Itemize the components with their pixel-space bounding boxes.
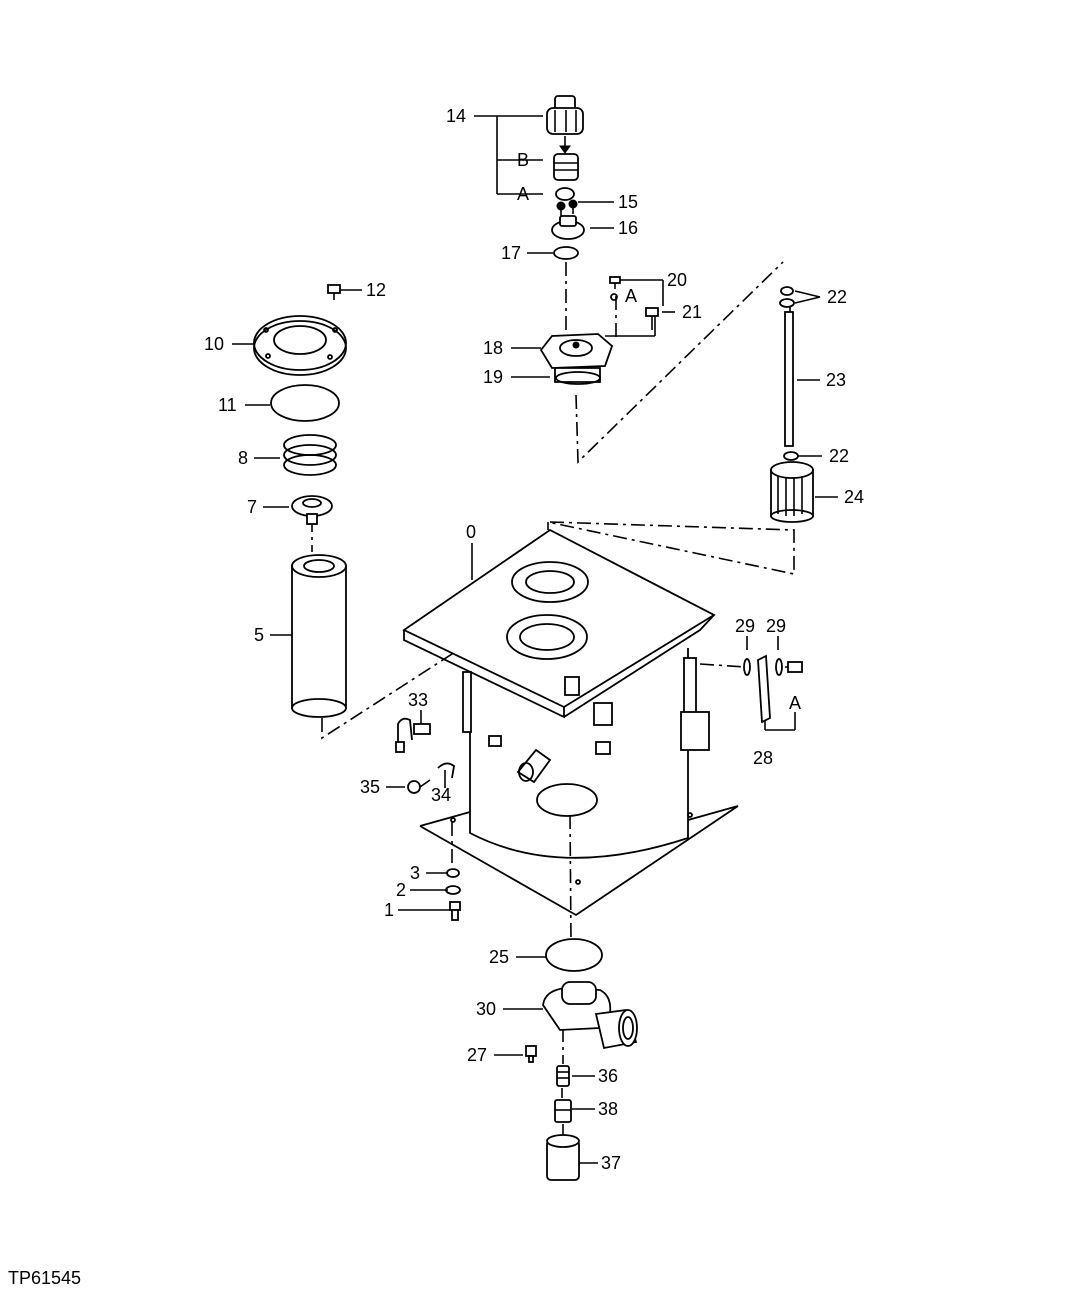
callout-2: 2 — [396, 880, 406, 900]
clip-34 — [437, 762, 455, 779]
clamp-33 — [395, 717, 431, 753]
bolt-20 — [609, 276, 621, 301]
callout-37: 37 — [601, 1153, 621, 1173]
callout-22-top: 22 — [827, 287, 847, 307]
callout-22-bottom: 22 — [829, 446, 849, 466]
callout-10: 10 — [204, 334, 224, 354]
callout-20: 20 — [667, 270, 687, 290]
figure-id: TP61545 — [8, 1268, 81, 1288]
callout-18: 18 — [483, 338, 503, 358]
gasket-25 — [545, 938, 603, 972]
callout-25: 25 — [489, 947, 509, 967]
filter-element-5 — [291, 554, 347, 718]
fitting-36 — [556, 1065, 570, 1087]
callout-19: 19 — [483, 367, 503, 387]
callout-0: 0 — [466, 522, 476, 542]
washer-3 — [446, 868, 460, 878]
cover-18 — [539, 333, 614, 385]
callout-labels: 14 B A 15 16 17 20 A 21 12 10 18 19 22 2… — [204, 106, 864, 1173]
rod-23 — [779, 286, 799, 461]
strainer-24 — [770, 461, 814, 523]
callout-28: 28 — [753, 748, 773, 768]
callout-7: 7 — [247, 497, 257, 517]
callout-29-right: 29 — [766, 616, 786, 636]
callout-1: 1 — [384, 900, 394, 920]
callout-11: 11 — [218, 395, 237, 415]
callout-14: 14 — [446, 106, 466, 126]
callout-34: 34 — [431, 785, 451, 805]
filler-cap — [546, 95, 584, 154]
callout-5: 5 — [254, 625, 264, 645]
bolt-35 — [407, 779, 431, 794]
callout-24: 24 — [844, 487, 864, 507]
o-ring-a — [555, 187, 575, 201]
callout-30: 30 — [476, 999, 496, 1019]
callout-12: 12 — [366, 280, 386, 300]
bolt-1 — [449, 901, 461, 921]
callout-b: B — [517, 150, 529, 170]
callout-17: 17 — [501, 243, 521, 263]
housing-30 — [542, 981, 638, 1050]
callout-36: 36 — [598, 1066, 618, 1086]
callout-a-right: A — [789, 693, 801, 713]
bolt-21 — [645, 307, 659, 330]
washer-2 — [445, 885, 461, 895]
screws-15 — [556, 199, 578, 216]
callout-21: 21 — [682, 302, 702, 322]
callout-15: 15 — [618, 192, 638, 212]
callout-23: 23 — [826, 370, 846, 390]
callout-3: 3 — [410, 863, 420, 883]
spring-8 — [283, 434, 337, 476]
callout-27: 27 — [467, 1045, 487, 1065]
flange-cover-10 — [253, 315, 347, 376]
valve-7 — [291, 495, 333, 525]
hydraulic-tank-0 — [402, 528, 739, 917]
callout-8: 8 — [238, 448, 248, 468]
gasket-11 — [270, 384, 340, 422]
strap-28 — [743, 654, 803, 724]
callout-a-mid: A — [625, 286, 637, 306]
cap-37 — [546, 1134, 580, 1181]
callout-38: 38 — [598, 1099, 618, 1119]
bolt-27 — [525, 1045, 537, 1063]
fitting-38 — [554, 1099, 572, 1123]
callout-33: 33 — [408, 690, 428, 710]
callout-16: 16 — [618, 218, 638, 238]
callout-35: 35 — [360, 777, 380, 797]
strainer-b — [553, 153, 579, 181]
bolt-12 — [327, 284, 341, 300]
adapter-16 — [551, 215, 585, 240]
callout-a-top: A — [517, 184, 529, 204]
callout-29-left: 29 — [735, 616, 755, 636]
gasket-17 — [553, 246, 579, 260]
